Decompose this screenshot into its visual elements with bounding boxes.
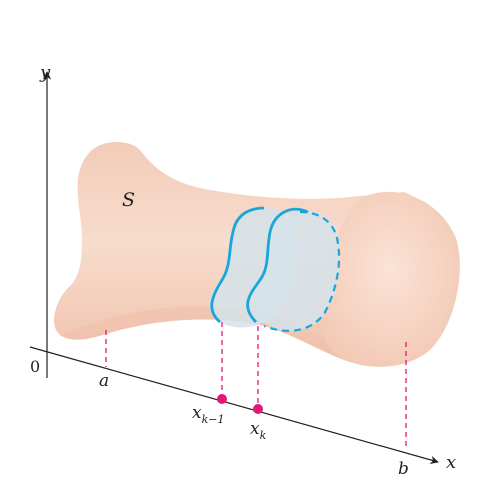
x-k-sub: k	[260, 429, 267, 442]
x-prev-label: xk−1	[192, 403, 224, 426]
solid-label: S	[122, 189, 135, 211]
slice-rear-outline	[263, 210, 341, 332]
slice-front-outline	[210, 206, 265, 324]
solid-end-cap	[317, 191, 460, 367]
origin-label: 0	[30, 357, 40, 376]
x-axis-line	[29, 346, 439, 464]
point-x-prev	[217, 394, 227, 404]
a-label: a	[99, 371, 109, 391]
point-x-k	[253, 404, 263, 414]
y-axis-label: y	[39, 62, 51, 83]
b-label: b	[398, 459, 409, 479]
slice-second-outline	[246, 207, 309, 323]
x-k-label: xk	[250, 419, 267, 442]
x-k-base: x	[250, 419, 260, 439]
x-axis-label: x	[446, 452, 456, 473]
x-prev-sub: k−1	[202, 413, 225, 426]
x-prev-base: x	[192, 403, 202, 423]
